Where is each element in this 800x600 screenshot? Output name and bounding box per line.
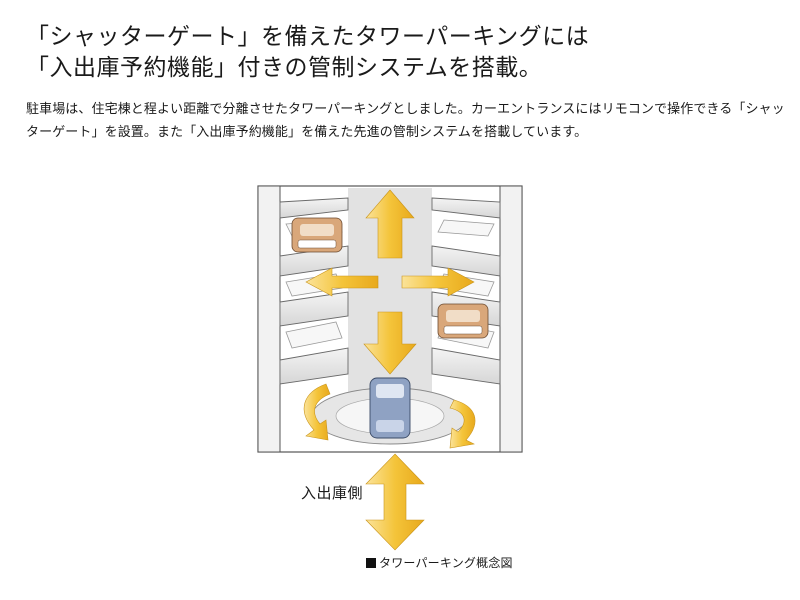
arrow-rotate-left xyxy=(303,383,331,441)
car-mid-right xyxy=(437,303,489,339)
diagram-caption: タワーパーキング概念図 xyxy=(366,554,513,571)
headline: 「シャッターゲート」を備えたタワーパーキングには 「入出庫予約機能」付きの管制シ… xyxy=(26,22,786,84)
car-turntable xyxy=(369,377,411,439)
body-paragraph: 駐車場は、住宅棟と程よい距離で分離させたタワーパーキングとしました。カーエントラ… xyxy=(26,102,785,140)
double-arrow-icon xyxy=(365,453,425,551)
car-top-left xyxy=(291,217,343,253)
tower-right-wall xyxy=(499,185,523,453)
arrow-right xyxy=(401,267,475,297)
tower-parking-diagram xyxy=(256,184,524,460)
arrow-rotate-right xyxy=(449,399,476,449)
arrow-down xyxy=(363,311,417,375)
tower-left-wall xyxy=(257,185,281,453)
headline-line-1: 「シャッターゲート」を備えたタワーパーキングには xyxy=(26,24,590,50)
tower-parking-illustration xyxy=(257,185,523,453)
caption-text: タワーパーキング概念図 xyxy=(379,556,513,570)
entry-exit-arrow xyxy=(362,452,428,556)
caption-square-icon xyxy=(366,557,376,568)
headline-line-2: 「入出庫予約機能」付きの管制システムを搭載。 xyxy=(26,55,543,81)
arrow-up xyxy=(365,189,415,259)
arrow-left xyxy=(305,267,379,297)
entry-exit-label: 入出庫側 xyxy=(301,484,364,502)
